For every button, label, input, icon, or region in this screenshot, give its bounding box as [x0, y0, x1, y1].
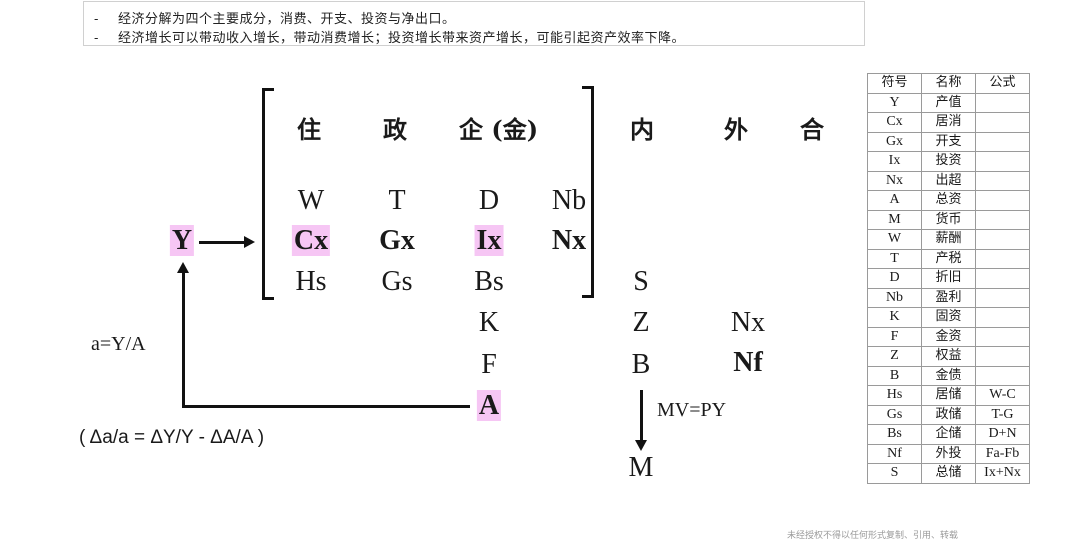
symbol-Gs: Gs — [381, 266, 413, 297]
symbol-Y: Y — [169, 225, 195, 256]
header-foreign: 外 — [724, 115, 748, 144]
sector-government: 政 — [383, 115, 407, 144]
symbol-D: D — [478, 185, 500, 216]
efficiency-formula: a=Y/A — [91, 333, 146, 355]
symbol-M: M — [628, 452, 654, 483]
symbol-Nx-external: Nx — [730, 307, 766, 338]
copyright-footer: 未经授权不得以任何形式复制、引用、转载 — [786, 531, 958, 541]
sector-household: 住 — [297, 115, 321, 144]
arrow-b-to-m-shaft — [640, 390, 643, 442]
symbol-B: B — [631, 349, 651, 380]
header-domestic: 内 — [630, 115, 654, 144]
symbol-Nx: Nx — [551, 225, 587, 256]
symbol-Cx: Cx — [291, 225, 331, 256]
note-line-2: -经济增长可以带动收入增长，带动消费增长；投资增长带来资产增长，可能引起资产效率… — [94, 31, 686, 46]
arrow-down-icon — [635, 440, 647, 451]
symbol-Bs: Bs — [474, 266, 504, 297]
table-header-row: 符号 名称 公式 — [867, 73, 1030, 94]
symbol-Hs: Hs — [295, 266, 327, 297]
symbol-Z: Z — [632, 307, 650, 338]
header-symbol: 符号 — [867, 73, 922, 94]
header-formula: 公式 — [975, 73, 1030, 94]
money-formula: MV=PY — [657, 399, 727, 421]
symbol-Nf: Nf — [733, 347, 763, 378]
sector-business: 企 (金) — [459, 115, 539, 144]
header-total: 合 — [800, 115, 824, 144]
arrow-y-to-matrix-shaft — [199, 241, 246, 244]
symbol-F: F — [481, 349, 497, 380]
symbol-K: K — [478, 307, 500, 338]
symbol-Ix: Ix — [474, 225, 504, 256]
growth-formula: ( Δa/a = ΔY/Y - ΔA/A ) — [79, 427, 265, 448]
symbol-S: S — [633, 266, 649, 297]
matrix-left-bracket — [262, 88, 274, 300]
matrix-right-bracket — [582, 86, 594, 298]
symbol-Nb: Nb — [551, 185, 587, 216]
note-line-1: -经济分解为四个主要成分，消费、开支、投资与净出口。 — [94, 12, 456, 27]
arrow-a-to-y-vertical — [182, 272, 185, 408]
notes-box: -经济分解为四个主要成分，消费、开支、投资与净出口。 -经济增长可以带动收入增长… — [83, 1, 865, 46]
arrow-up-icon — [177, 262, 189, 273]
symbol-A: A — [476, 390, 502, 421]
symbol-T: T — [388, 185, 406, 216]
arrow-a-to-y-horizontal — [182, 405, 470, 408]
header-name: 名称 — [921, 73, 976, 94]
symbol-Gx: Gx — [379, 225, 415, 256]
arrow-right-icon — [244, 236, 255, 248]
symbol-W: W — [297, 185, 325, 216]
